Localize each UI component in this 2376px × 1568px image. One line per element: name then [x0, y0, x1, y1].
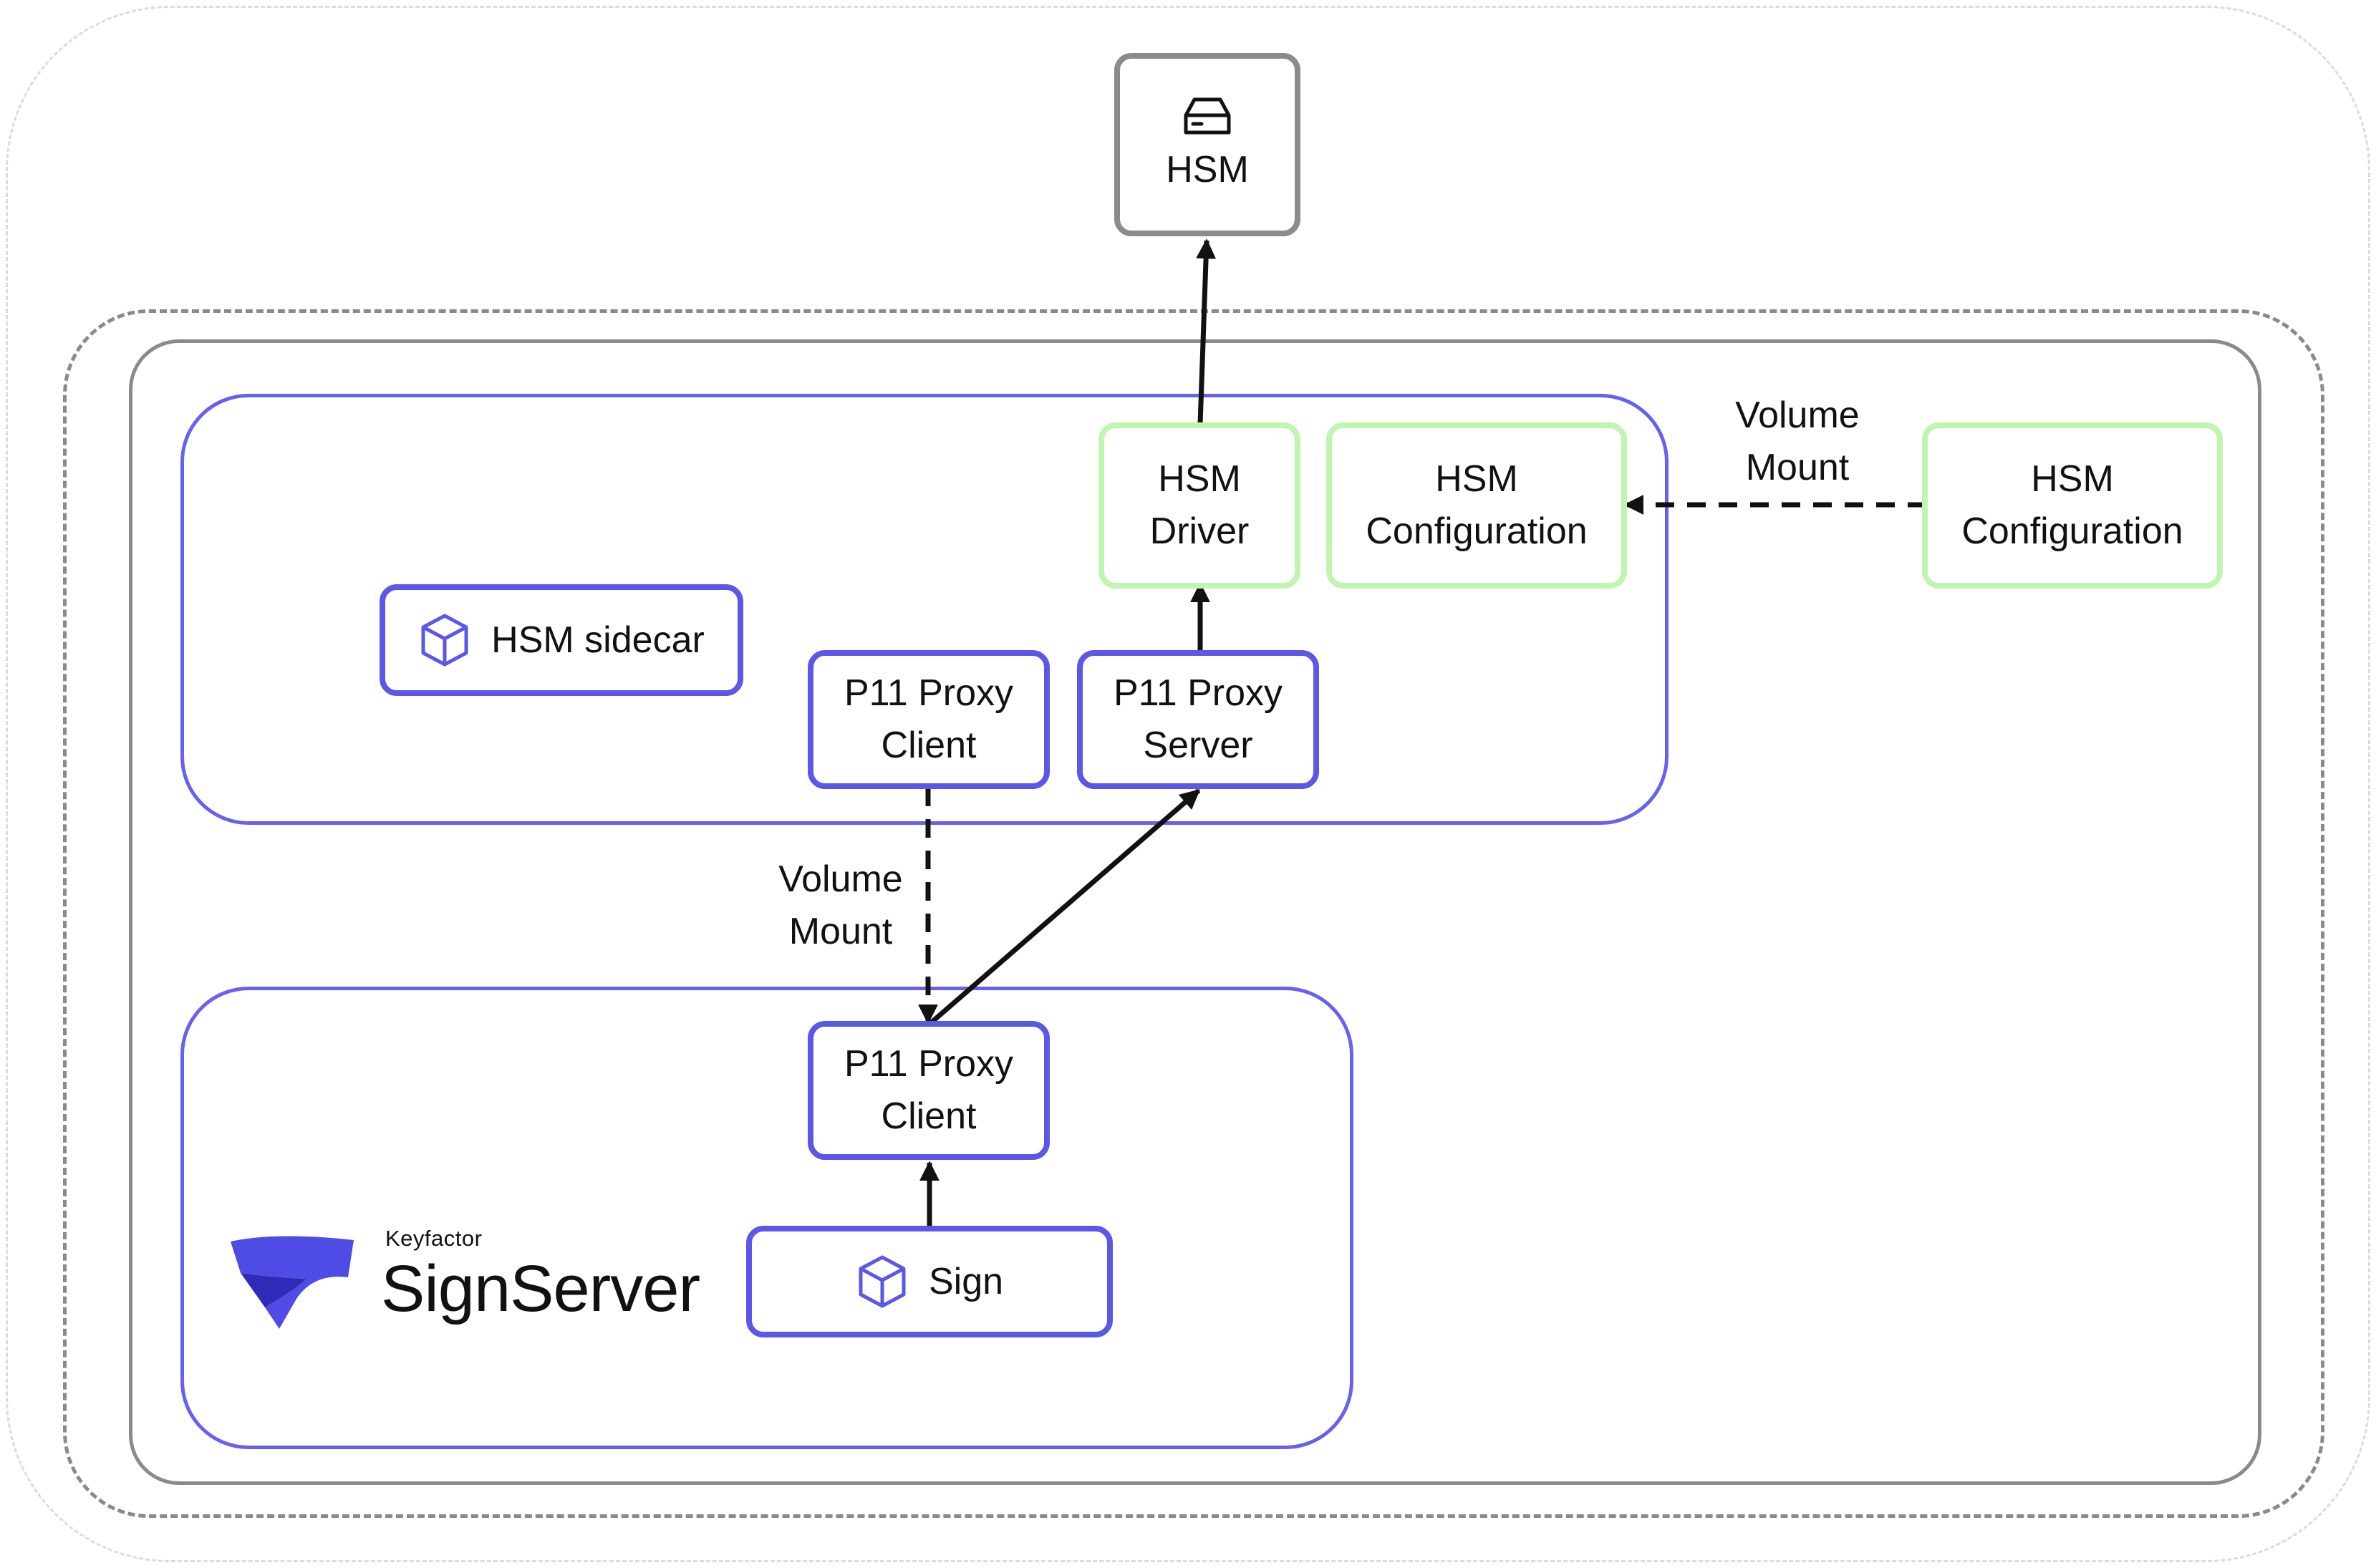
pod-boundary: [129, 339, 2261, 1485]
hsm-config-inner-line1: HSM: [1435, 458, 1518, 500]
p11-server-line1: P11 Proxy: [1113, 672, 1283, 714]
cluster-boundary: [63, 309, 2324, 1518]
volume-mount-label-middle: Volume Mount: [778, 858, 903, 952]
hsm-sidecar-container: [180, 394, 1668, 825]
hsm-configuration-outer-box: HSM Configuration: [1922, 422, 2223, 589]
cube-icon: [856, 1254, 909, 1310]
p11-client-sidecar-line2: Client: [881, 725, 977, 766]
outer-frame: [6, 6, 2370, 1562]
hsm-config-inner-line2: Configuration: [1366, 510, 1588, 552]
hsm-config-outer-line2: Configuration: [1961, 510, 2183, 552]
hsm-box: HSM: [1114, 53, 1300, 236]
sign-label: Sign: [928, 1260, 1004, 1302]
hsm-driver-box: HSM Driver: [1098, 422, 1300, 589]
arrow-client-to-server: [926, 788, 1201, 1027]
arrow-driver-to-hsm: [1196, 238, 1217, 425]
signserver-logo: Keyfactor SignServer: [228, 1226, 729, 1333]
logo-product: SignServer: [381, 1252, 700, 1325]
hsm-sidecar-box: HSM sidecar: [380, 584, 743, 696]
cube-icon: [418, 612, 471, 668]
hsm-configuration-inner-box: HSM Configuration: [1326, 422, 1627, 589]
hsm-label: HSM: [1166, 148, 1249, 190]
p11-proxy-client-signserver-box: P11 Proxy Client: [808, 1021, 1050, 1160]
p11-server-line2: Server: [1143, 725, 1253, 766]
p11-client-signserver-line1: P11 Proxy: [844, 1043, 1014, 1085]
p11-client-sidecar-line1: P11 Proxy: [844, 672, 1014, 714]
volume-mount-label-right: Volume Mount: [1735, 395, 1860, 488]
hsm-sidecar-label: HSM sidecar: [491, 619, 705, 661]
logo-brand: Keyfactor: [385, 1226, 483, 1251]
keyfactor-logo-mark: [231, 1236, 354, 1329]
hard-drive-icon: [1179, 94, 1236, 144]
sign-box: Sign: [746, 1226, 1113, 1337]
hsm-driver-line2: Driver: [1149, 510, 1250, 552]
p11-client-signserver-line2: Client: [881, 1095, 977, 1137]
signserver-container: [180, 987, 1353, 1449]
hsm-config-outer-line1: HSM: [2031, 458, 2114, 500]
hsm-driver-line1: HSM: [1158, 458, 1241, 500]
p11-proxy-server-box: P11 Proxy Server: [1077, 650, 1319, 789]
p11-proxy-client-sidecar-box: P11 Proxy Client: [808, 650, 1050, 789]
